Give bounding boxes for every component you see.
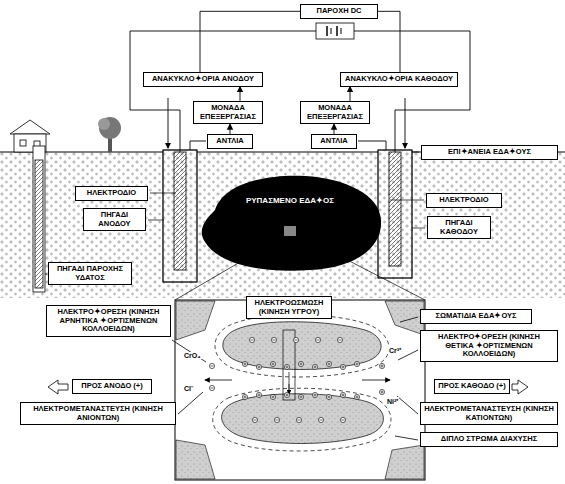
sample-square: [284, 226, 296, 236]
blob-outline: [202, 176, 381, 271]
callout-box: ΗΛΕΚΤΡΟΔΙΟ: [426, 193, 502, 208]
ion-label: Ni²⁺: [386, 397, 399, 406]
node-text: ΜΟΝΑΔΑ ΕΠΕΞΕΡΓΑΣΙΑΣ: [197, 104, 259, 121]
charge-symbols: [209, 337, 384, 422]
node-text: ΠΑΡΟΧΗ DC: [304, 7, 374, 16]
node-text: ΔΙΠΛΟ ΣΤΡΩΜΑ ΔΙΑΧΥΣΗΣ: [424, 435, 554, 444]
ion-arrows: [172, 317, 418, 440]
ion-label: Cr³⁺: [388, 346, 402, 355]
treatment-box: ΜΟΝΑΔΑ ΕΠΕΞΕΡΓΑΣΙΑΣ: [193, 101, 263, 124]
node-text: ΡΥΠΑΣΜΕΝΟ ΕΔΑ✦ΟΣ: [195, 170, 385, 205]
callout-box: ΗΛΕΚΤΡΟ✦ΟΡΕΣΗ (ΚΙΝΗΣΗ ΑΡΝΗΤΙΚΑ ✦ΟΡΤΙΣΜΕΝ…: [46, 305, 171, 337]
recirculation-pipes: [168, 98, 405, 150]
node-text: ΗΛΕΚΤΡΟ✦ΟΡΕΣΗ (ΚΙΝΗΣΗ ΘΕΤΙΚΑ ✦ΟΡΤΙΣΜΕΝΩΝ…: [424, 333, 554, 359]
contaminated-zone: ΡΥΠΑΣΜΕΝΟ ΕΔΑ✦ΟΣ: [195, 170, 385, 274]
node-text: ΗΛΕΚΤΡΟΔΙΟ: [430, 196, 498, 205]
recirculation-box: ΑΝΑΚΥΚΛΟ✦ΟΡΙΑ ΚΑΘΟΔΟΥ: [340, 72, 458, 87]
node-text: ΠΗΓΑΔΙ ΚΑΘΟΔΟΥ: [431, 219, 487, 236]
pump-box: ΑΝΤΛΙΑ: [207, 134, 253, 149]
ion-label: Cl⁻: [183, 384, 194, 393]
node-text: ΕΠΙ✦ΑΝΕΙΑ ΕΔΑ✦ΟΥΣ: [425, 148, 554, 157]
callout-box: ΔΙΠΛΟ ΣΤΡΩΜΑ ΔΙΑΧΥΣΗΣ: [420, 432, 558, 447]
connector: [378, 11, 400, 72]
connector: [230, 124, 231, 134]
node-text: ΑΝΤΛΙΑ: [315, 137, 353, 146]
callout-box: ΗΛΕΚΤΡΟ✦ΟΡΕΣΗ (ΚΙΝΗΣΗ ΘΕΤΙΚΑ ✦ΟΡΤΙΣΜΕΝΩΝ…: [420, 330, 558, 362]
node-text: ΗΛΕΚΤΡΟΩΣΜΩΣΗ (ΚΙΝΗΣΗ ΥΓΡΟΥ): [250, 299, 328, 316]
zoom-inset: [175, 300, 425, 480]
callout-box: ΠΡΟΣ ΚΑΘΟΔΟ (+): [434, 379, 510, 394]
tree: [98, 117, 121, 152]
callout-box: ΗΛΕΚΤΡΟΔΙΟ: [75, 186, 148, 201]
node-text: ΠΡΟΣ ΚΑΘΟΔΟ (+): [438, 382, 506, 391]
cathode-well: [378, 150, 412, 278]
node-text: ΑΝΑΚΥΚΛΟ✦ΟΡΙΑ ΚΑΘΟΔΟΥ: [344, 75, 454, 84]
callout-box: ΠΡΟΣ ΑΝΟΔΟ (+): [72, 379, 152, 394]
callout-box: ΠΗΓΑΔΙ ΑΝΟΔΟΥ: [83, 208, 146, 231]
callout-box: ΠΗΓΑΔΙ ΠΑΡΟΧΗΣ ΥΔΑΤΟΣ: [48, 262, 132, 285]
anode-well: [163, 150, 197, 282]
node-text: ΗΛΕΚΤΡΟ✦ΟΡΕΣΗ (ΚΙΝΗΣΗ ΑΡΝΗΤΙΚΑ ✦ΟΡΤΙΣΜΕΝ…: [50, 308, 167, 334]
leader-lines: [45, 152, 425, 300]
node-text: ΗΛΕΚΤΡΟΜΕΤΑΝΑΣΤΕΥΣΗ (ΚΙΝΗΣΗ ΑΝΙΟΝΤΩΝ): [24, 405, 172, 422]
treatment-box: ΜΟΝΑΔΑ ΕΠΕΞΕΡΓΑΣΙΑΣ: [300, 101, 370, 124]
connector: [200, 11, 300, 72]
node-text: ΠΡΟΣ ΑΝΟΔΟ (+): [76, 382, 148, 391]
ion-label: CrO₄: [183, 352, 202, 359]
node-text: ΠΗΓΑΔΙ ΑΝΟΔΟΥ: [87, 211, 142, 228]
callout-box: ΗΛΕΚΤΡΟΩΣΜΩΣΗ (ΚΙΝΗΣΗ ΥΓΡΟΥ): [246, 296, 332, 319]
node-text: ΑΝΤΛΙΑ: [211, 137, 249, 146]
surface-label: ΕΠΙ✦ΑΝΕΙΑ ΕΔΑ✦ΟΥΣ: [421, 145, 558, 160]
connector: [240, 87, 241, 101]
node-text: ΗΛΕΚΤΡΟΜΕΤΑΝΑΣΤΕΥΣΗ (ΚΙΝΗΣΗ ΚΑΤΙΟΝΤΩΝ): [424, 405, 554, 422]
connector: [350, 87, 351, 101]
callout-box: ΣΩΜΑΤΙΔΙΑ ΕΔΑ✦ΟΥΣ: [420, 309, 532, 324]
node-text: ΜΟΝΑΔΑ ΕΠΕΞΕΡΓΑΣΙΑΣ: [304, 104, 366, 121]
pump-box: ΑΝΤΛΙΑ: [311, 134, 357, 149]
node-text: ΠΗΓΑΔΙ ΠΑΡΟΧΗΣ ΥΔΑΤΟΣ: [52, 265, 128, 282]
callout-box: ΗΛΕΚΤΡΟΜΕΤΑΝΑΣΤΕΥΣΗ (ΚΙΝΗΣΗ ΑΝΙΟΝΤΩΝ): [20, 402, 176, 425]
recirculation-box: ΑΝΑΚΥΚΛΟ✦ΟΡΙΑ ΑΝΟΔΟΥ: [143, 72, 263, 87]
connector: [334, 124, 335, 134]
soil-ground: [0, 152, 565, 298]
callout-box: ΠΗΓΑΔΙ ΚΑΘΟΔΟΥ: [427, 216, 491, 239]
node-text: ΗΛΕΚΤΡΟΔΙΟ: [79, 189, 144, 198]
battery-symbol: [316, 23, 354, 39]
blob-shape: [195, 170, 385, 274]
node-text: ΣΩΜΑΤΙΔΙΑ ΕΔΑ✦ΟΥΣ: [424, 312, 528, 321]
node-text: ΑΝΑΚΥΚΛΟ✦ΟΡΙΑ ΑΝΟΔΟΥ: [147, 75, 259, 84]
power-wires: [130, 31, 470, 152]
water-supply-well: [33, 146, 45, 292]
callout-box: ΗΛΕΚΤΡΟΜΕΤΑΝΑΣΤΕΥΣΗ (ΚΙΝΗΣΗ ΚΑΤΙΟΝΤΩΝ): [420, 402, 558, 425]
supply-box: ΠΑΡΟΧΗ DC: [300, 4, 378, 19]
direction-arrows: [48, 380, 528, 394]
